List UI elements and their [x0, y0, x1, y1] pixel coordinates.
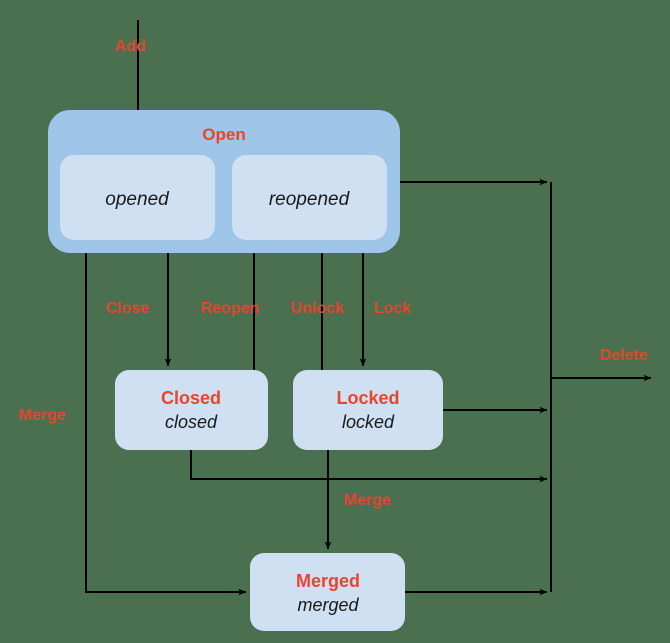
edge-merge-open [85, 253, 247, 596]
state-locked-title: Locked [336, 388, 399, 408]
state-merged-box [250, 553, 405, 631]
transition-label-add: Add [115, 38, 146, 55]
state-opened[interactable]: opened [60, 155, 215, 240]
transition-label-delete: Delete [600, 347, 648, 364]
transition-label-unlock: Unlock [291, 300, 344, 317]
transition-label-merge-mid: Merge [344, 492, 391, 509]
state-locked-value: locked [342, 412, 395, 432]
state-locked[interactable]: Locked locked [293, 370, 443, 450]
state-locked-box [293, 370, 443, 450]
state-closed[interactable]: Closed closed [115, 370, 268, 450]
state-opened-value: opened [105, 189, 170, 210]
state-closed-box [115, 370, 268, 450]
transition-label-close: Close [106, 300, 150, 317]
state-opened-box [60, 155, 215, 240]
state-merged-value: merged [297, 595, 359, 615]
state-reopened-box [232, 155, 387, 240]
transition-label-lock: Lock [374, 300, 411, 317]
state-closed-value: closed [165, 412, 218, 432]
group-open-label: Open [202, 125, 245, 144]
state-reopened-value: reopened [269, 189, 351, 210]
transition-label-merge-open: Merge [19, 407, 66, 424]
state-closed-title: Closed [161, 388, 221, 408]
transition-label-reopen: Reopen [201, 300, 260, 317]
state-merged-title: Merged [296, 571, 360, 591]
edge-merge-closed-leg [190, 450, 328, 480]
state-reopened[interactable]: reopened [232, 155, 387, 240]
state-merged[interactable]: Merged merged [250, 553, 405, 631]
